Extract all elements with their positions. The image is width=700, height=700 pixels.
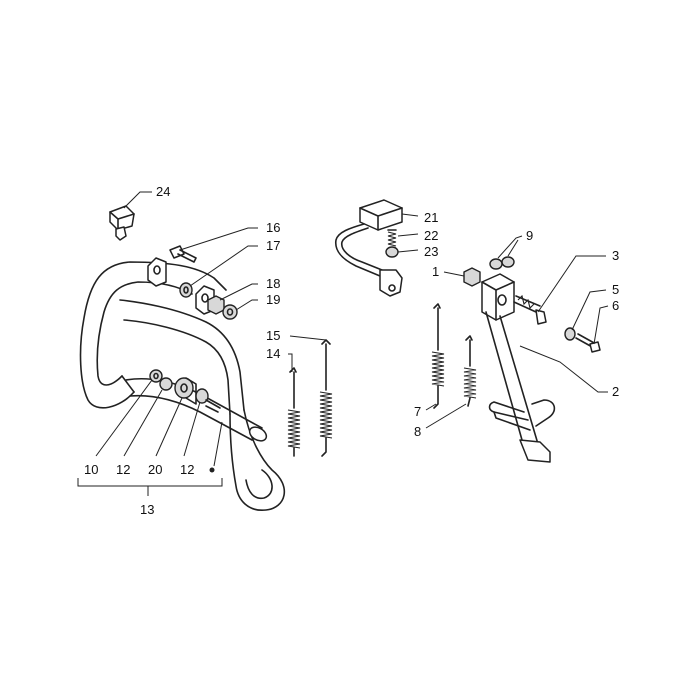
- part-2-stand: [481, 273, 556, 463]
- callout-12-right: 12: [180, 462, 194, 477]
- callout-8: 8: [414, 424, 421, 439]
- leader-8: [425, 403, 467, 429]
- part-pin: [205, 399, 221, 413]
- part-15-spring: [319, 339, 333, 457]
- callout-18: 18: [266, 276, 280, 291]
- leader-9: [497, 235, 523, 259]
- leader-12-left: [123, 389, 163, 457]
- part-3-bolt: [513, 294, 547, 325]
- part-20-bushing: [174, 377, 197, 405]
- leader-15: [289, 335, 327, 341]
- leader-19: [235, 299, 258, 311]
- callout-6: 6: [612, 298, 619, 313]
- callout-22: 22: [424, 228, 438, 243]
- callout-16: 16: [266, 220, 280, 235]
- callout-12-left: 12: [116, 462, 130, 477]
- part-12-washer-left: [159, 377, 173, 391]
- part-21-stand-switch: [334, 199, 403, 297]
- leader-5: [571, 289, 607, 331]
- callout-13: 13: [140, 502, 154, 517]
- leader-24: [123, 191, 152, 209]
- leader-12-right: [183, 401, 201, 457]
- part-24-cap: [109, 205, 135, 241]
- leader-1: [443, 271, 465, 277]
- part-17-washer: [179, 282, 193, 298]
- leader-pin-dot: [209, 467, 215, 473]
- callout-20: 20: [148, 462, 162, 477]
- part-10-washer: [149, 369, 163, 383]
- leader-7: [425, 403, 437, 411]
- leader-16: [179, 227, 258, 251]
- leader-3: [537, 255, 606, 313]
- part-5-washer: [564, 327, 576, 341]
- callout-1: 1: [432, 264, 439, 279]
- leader-10: [95, 379, 153, 457]
- part-7-spring: [431, 303, 445, 409]
- leader-pin: [213, 421, 223, 467]
- leader-22: [397, 233, 419, 237]
- callout-15: 15: [266, 328, 280, 343]
- callout-14: 14: [266, 346, 280, 361]
- leader-23: [397, 249, 419, 253]
- part-19-washer: [222, 304, 238, 320]
- leader-21: [401, 213, 419, 217]
- part-14-spring: [287, 367, 301, 457]
- part-22-screw: [387, 229, 397, 247]
- callout-17: 17: [266, 238, 280, 253]
- part-8-spring: [463, 335, 477, 407]
- callout-19: 19: [266, 292, 280, 307]
- callout-24: 24: [156, 184, 170, 199]
- leader-20: [155, 397, 183, 457]
- leader-2: [519, 345, 608, 393]
- callout-5: 5: [612, 282, 619, 297]
- leader-14: [288, 353, 293, 372]
- leader-17: [189, 245, 258, 287]
- callout-7: 7: [414, 404, 421, 419]
- callout-21: 21: [424, 210, 438, 225]
- part-16-bolt: [169, 245, 197, 263]
- callout-3: 3: [612, 248, 619, 263]
- part-1-nut: [463, 267, 481, 287]
- callout-23: 23: [424, 244, 438, 259]
- callout-9: 9: [526, 228, 533, 243]
- part-12-washer-right: [195, 388, 209, 404]
- callout-2: 2: [612, 384, 619, 399]
- part-6-screw: [575, 333, 601, 353]
- part-23-washer: [385, 246, 399, 258]
- group-13-bracket: [77, 478, 223, 496]
- part-9-bushings: [489, 256, 515, 270]
- front-protection-bar: [79, 261, 286, 511]
- leader-6: [593, 305, 609, 345]
- leader-18: [219, 283, 258, 301]
- callout-10: 10: [84, 462, 98, 477]
